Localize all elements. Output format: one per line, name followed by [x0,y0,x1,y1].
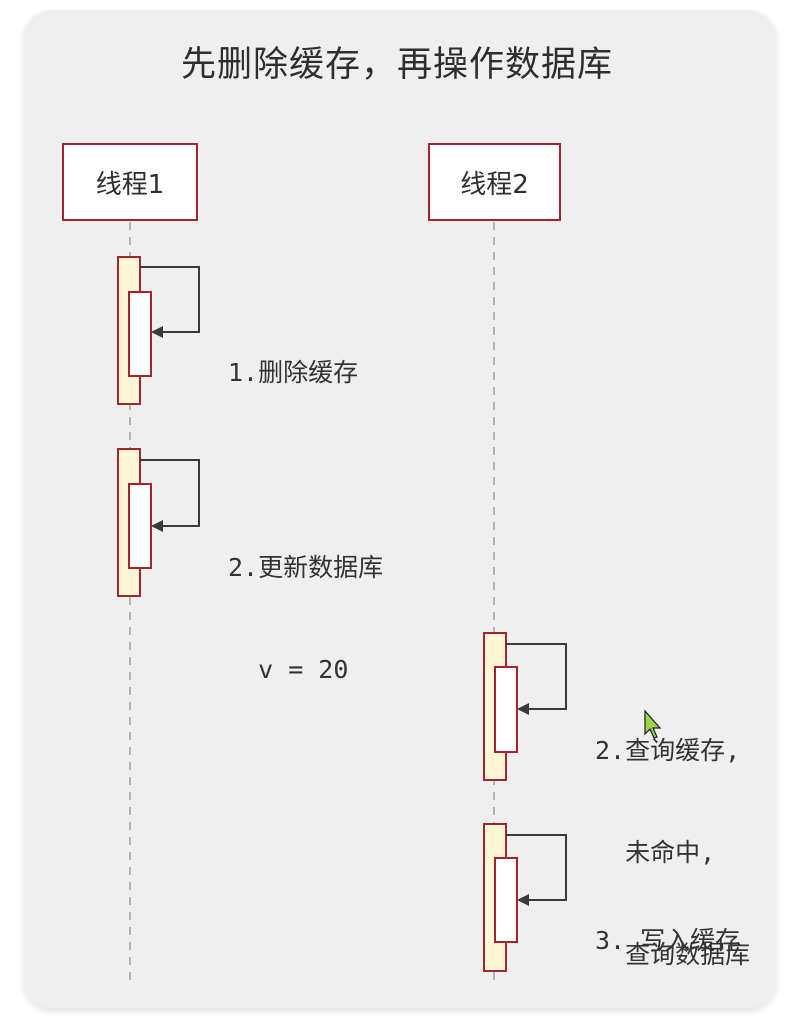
activation-inner [494,666,518,753]
activation-group-3 [483,632,567,781]
step-4-line-1: 3. 写入缓存 [595,926,741,955]
step-2-label: 2.更新数据库 v = 20 [228,483,383,721]
step-4-label: 3. 写入缓存 [595,856,740,992]
step-3-line-3: 查询数据库 [595,940,751,969]
activation-group-2 [117,448,200,597]
self-call-arrow [506,643,567,715]
lifeline-thread-2: 线程2 [428,143,561,221]
activation-inner [494,857,518,943]
self-call-arrow [140,266,200,338]
mouse-cursor-icon [644,709,662,739]
activation-group-1 [117,256,200,405]
step-2-line-2: v = 20 [228,655,349,684]
step-2-line-1: 2.更新数据库 [228,553,384,582]
lifeline-thread-1-label: 线程1 [95,169,165,200]
activation-inner [128,291,152,377]
activation-group-4 [483,823,567,972]
diagram-title: 先删除缓存，再操作数据库 [180,45,613,85]
lifeline-thread-1: 线程1 [62,143,198,221]
step-3-line-2: 未命中, [595,838,716,867]
lifeline-thread-2-label: 线程2 [460,169,529,200]
self-call-arrow [506,834,567,906]
self-call-arrow [140,459,200,532]
step-3-line-1: 2.查询缓存, [595,736,741,765]
step-3-label: 2.查询缓存, 未命中, 查询数据库 [595,666,750,1006]
activation-inner [128,483,152,569]
step-1-label: 1.删除缓存 [228,288,358,424]
step-1-line-1: 1.删除缓存 [228,358,359,387]
